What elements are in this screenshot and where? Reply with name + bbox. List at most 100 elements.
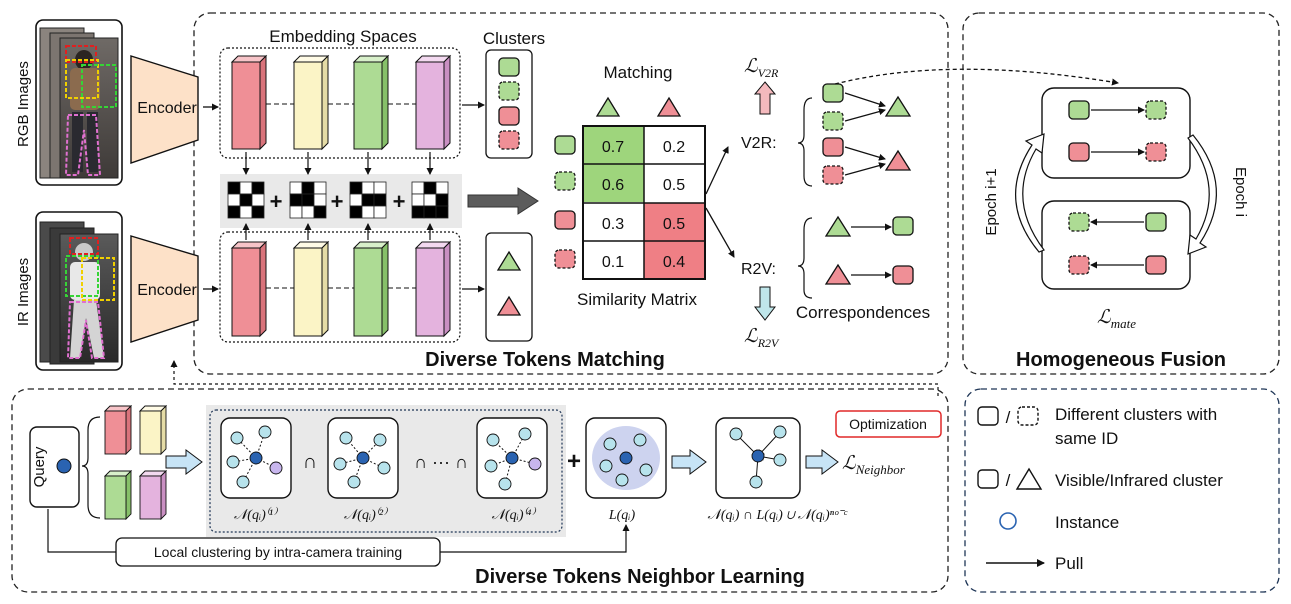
matrix-cell-0-0: 0.7 — [602, 139, 624, 156]
fusion-bottom-red-dashed — [1068, 255, 1090, 275]
legend-item2: Visible/Infrared cluster — [1055, 471, 1223, 490]
mask-grids — [227, 181, 449, 219]
matrix-cell-3-1: 0.4 — [663, 254, 685, 271]
cluster-green-solid — [498, 57, 520, 77]
cluster-green-dashed — [498, 81, 520, 101]
matrix-row-red-dashed — [554, 249, 576, 269]
local-caption: L(qᵢ) — [608, 508, 636, 523]
ir-images-label: IR Images — [15, 258, 32, 326]
token-prism-red-top — [230, 54, 268, 151]
v2r-green-dashed — [822, 111, 844, 131]
cluster-red-solid — [498, 106, 520, 126]
query-prism-purple — [138, 469, 168, 521]
r2v-red-triangle — [824, 263, 852, 285]
hollow-arrow-1 — [165, 449, 203, 475]
matrix-cell-0-1: 0.2 — [663, 139, 685, 156]
optimization-label: Optimization — [849, 416, 927, 432]
neighbor-graph-1 — [220, 417, 292, 499]
hf-section-title: Homogeneous Fusion — [1016, 349, 1226, 371]
mask-grid-3 — [349, 181, 387, 219]
loss-mate: ℒmate — [1097, 307, 1136, 331]
fusion-top-red-solid — [1068, 142, 1090, 162]
legend-dashed-square — [1017, 406, 1039, 426]
clusters-box-top — [485, 49, 533, 159]
encoder-top-label: Encoder — [137, 100, 197, 117]
hollow-arrow-3 — [805, 449, 839, 475]
neighbor-graph-2 — [327, 417, 399, 499]
epoch-right-label: Epoch i — [1232, 167, 1249, 217]
neighbor-caption-2: 𝒩(qᵢ)⁽²⁾ — [344, 506, 388, 523]
matrix-cell-3-0: 0.1 — [602, 254, 624, 271]
matrix-row-red-solid — [554, 210, 576, 230]
intersect-dots: ∩ ··· ∩ — [414, 452, 468, 472]
v2r-up-arrow — [753, 81, 777, 115]
legend-infrared-triangle — [1015, 467, 1043, 490]
fusion-bottom-green-dashed — [1068, 212, 1090, 232]
fusion-box-bottom — [1041, 200, 1191, 290]
query-prism-red — [103, 404, 133, 456]
legend-item4: Pull — [1055, 554, 1083, 573]
clusters-box-bottom — [485, 232, 533, 342]
plus-local: + — [567, 448, 581, 475]
token-prism-green-bottom — [352, 240, 390, 338]
v2r-to-fusion-arrow — [834, 68, 1119, 86]
neighbor-boxes — [220, 417, 801, 499]
token-prism-purple-bottom — [414, 240, 452, 338]
rgb-images-label: RGB Images — [15, 61, 32, 147]
query-prism-green — [103, 469, 133, 521]
mask-grid-2 — [289, 181, 327, 219]
matching-title: Matching — [604, 63, 673, 82]
neighbor-sets-frame — [209, 409, 563, 533]
token-prism-yellow-bottom — [292, 240, 330, 338]
embedding-spaces-title: Embedding Spaces — [269, 27, 416, 46]
dtnl-section-title: Diverse Tokens Neighbor Learning — [475, 566, 805, 588]
r2v-down-arrow — [753, 286, 777, 321]
encoder-bottom-label: Encoder — [137, 282, 197, 299]
hollow-arrow-2 — [671, 449, 707, 475]
encoder-bottom: Encoder — [130, 235, 199, 343]
legend-item1-line1: Different clusters with — [1055, 405, 1217, 424]
fusion-top-green-dashed — [1145, 100, 1167, 120]
rgb-image-stack — [35, 19, 123, 186]
v2r-red-dashed — [822, 165, 844, 185]
fusion-bottom-red-solid — [1145, 255, 1167, 275]
mask-plus-2: + — [331, 189, 344, 214]
mask-plus-3: + — [393, 189, 406, 214]
v2r-green-solid — [822, 83, 844, 103]
neighbor-caption-1: 𝒩(qᵢ)⁽¹⁾ — [234, 506, 278, 523]
mask-plus-1: + — [270, 189, 283, 214]
query-bracket — [81, 416, 101, 519]
embedding-box-bottom — [219, 231, 461, 343]
v2r-brace — [797, 97, 813, 187]
r2v-label: R2V: — [741, 261, 776, 278]
legend-visible-square — [977, 469, 999, 489]
neighbor-caption-4: 𝒩(qᵢ)⁽⁴⁾ — [492, 506, 537, 523]
local-clustering-label: Local clustering by intra-camera trainin… — [154, 544, 402, 560]
neighbor-graph-4 — [476, 417, 548, 499]
matrix-row-green-dashed — [554, 171, 576, 191]
big-gray-arrow — [467, 187, 539, 215]
matrix-row-green-solid — [554, 135, 576, 155]
matrix-cell-2-1: 0.5 — [663, 216, 685, 233]
token-prism-red-bottom — [230, 240, 268, 338]
token-prism-purple-top — [414, 54, 452, 151]
intersect-1: ∩ — [303, 451, 317, 473]
token-prism-green-top — [352, 54, 390, 151]
matrix-col-red-triangle — [656, 96, 682, 117]
fusion-top-red-dashed — [1145, 142, 1167, 162]
similarity-matrix-label: Similarity Matrix — [577, 290, 697, 309]
local-clustering-box — [115, 537, 441, 567]
dtnl-section-box — [11, 388, 949, 593]
matrix-cell-2-0: 0.3 — [602, 216, 624, 233]
cluster-red-triangle — [496, 295, 522, 316]
epoch-left-label: Epoch i+1 — [983, 168, 1000, 235]
r2v-red-solid — [892, 265, 914, 285]
embedding-box-top — [219, 47, 461, 159]
r2v-brace — [797, 217, 813, 299]
query-label: Query — [31, 446, 48, 487]
dtm-section-title: Diverse Tokens Matching — [425, 349, 665, 371]
mask-grid-1 — [227, 181, 265, 219]
final-neighbor-graph — [715, 417, 801, 499]
ir-image-stack — [35, 211, 123, 371]
